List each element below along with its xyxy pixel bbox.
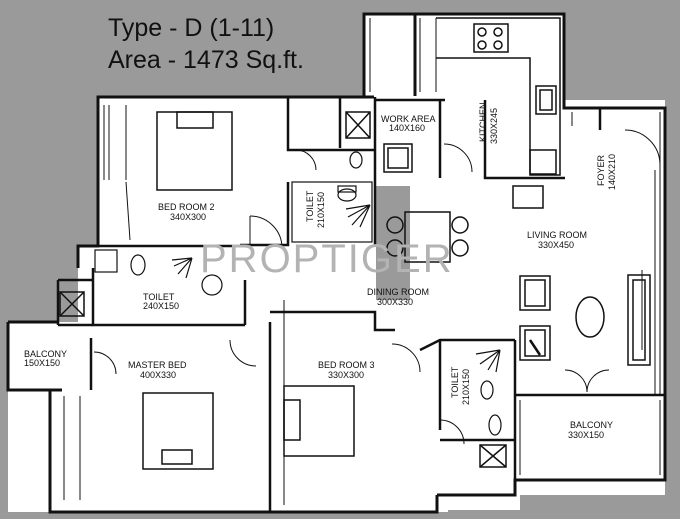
room-dining-room-name: DINING ROOM [367,287,429,297]
room-kitchen-size: 330X245 [489,108,499,144]
room-living-room-name: LIVING ROOM [527,230,587,240]
room-living-room-size: 330X450 [538,240,574,250]
hob [473,23,509,53]
room-bed-room-3-name: BED ROOM 3 [318,360,375,370]
kitchen-counter [436,17,561,176]
room-toilet-b-size: 240X150 [143,301,179,311]
room-toilet-b-name: TOILET [143,292,175,302]
room-toilet-c-size: 210X150 [461,369,471,405]
room-balcony-left-size: 150X150 [24,358,60,368]
room-bed-room-2-name: BED ROOM 2 [158,202,215,212]
floor-area [8,14,665,512]
room-foyer-name: FOYER [596,154,606,186]
living-furniture [512,185,651,366]
room-bed-room-2-size: 340X300 [170,212,206,222]
interior-walls [56,97,665,512]
beds [142,111,355,470]
plan-type-title: Type - D (1-11) [108,14,275,42]
room-kitchen-name: KITCHEN [478,102,488,142]
door-swings [93,129,661,445]
room-work-area-size: 140X160 [389,123,425,133]
room-dining-room-size: 300X330 [377,297,413,307]
room-toilet-a-size: 210X150 [316,192,326,228]
room-balcony-left-name: BALCONY [24,349,67,359]
room-labels: BED ROOM 2 340X300 TOILET 210X150 WORK A… [24,102,617,440]
room-toilet-a-name: TOILET [305,190,315,222]
room-master-bed-size: 400X330 [140,370,176,380]
kitchen-sink [535,85,557,115]
room-toilet-c-name: TOILET [450,366,460,398]
toilet-fixtures [94,151,502,436]
room-master-bed-name: MASTER BED [128,360,187,370]
room-balcony-right-name: BALCONY [570,420,613,430]
dining-set [386,211,469,263]
work-area-fixtures [345,111,413,173]
watermark-text: PROPTIGER [200,237,454,281]
room-bed-room-3-size: 330X300 [328,370,364,380]
room-foyer-size: 140X210 [607,154,617,190]
room-balcony-right-size: 330X150 [568,430,604,440]
shafts [59,291,507,468]
room-work-area-name: WORK AREA [381,114,436,124]
plan-area-title: Area - 1473 Sq.ft. [108,46,304,74]
